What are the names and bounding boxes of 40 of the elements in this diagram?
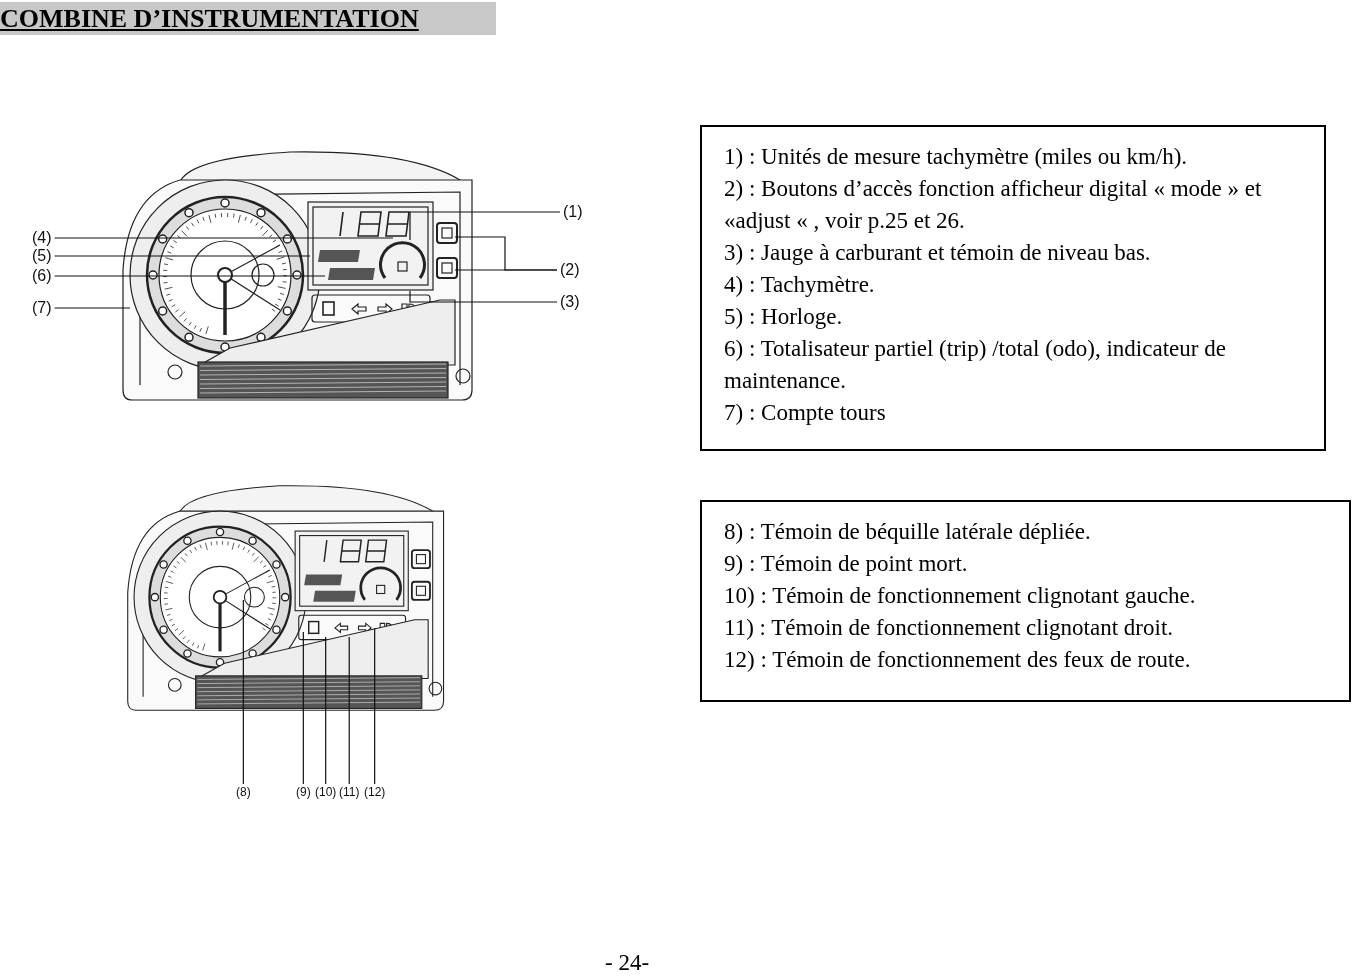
description-text: 10) : Témoin de fonctionnement clignotant gauche. xyxy=(724,582,1197,610)
callout-number: (9) xyxy=(296,785,311,799)
leader-line xyxy=(454,269,558,271)
leader-line xyxy=(409,290,558,303)
leader-line xyxy=(409,211,561,241)
description-text: 5) : Horloge. xyxy=(724,303,844,331)
text-box xyxy=(700,125,1326,451)
leader-line xyxy=(242,599,244,785)
callout-number: (5) xyxy=(32,247,52,265)
description-text: 3) : Jauge à carburant et témoin de niveau bas. xyxy=(724,239,1152,267)
callout-number: (7) xyxy=(32,299,52,317)
leader-line xyxy=(53,275,326,277)
description-text: 12) : Témoin de fonctionnement des feux de route. xyxy=(724,646,1192,674)
description-text: 6) : Totalisateur partiel (trip) /total (odo), indicateur de maintenance. xyxy=(724,335,1227,395)
page-number: - 24- xyxy=(605,950,650,976)
callout-number: (12) xyxy=(364,785,386,799)
description-text: 9) : Témoin de point mort. xyxy=(724,550,969,578)
callout-number: (8) xyxy=(236,785,251,799)
description-text: 11) : Témoin de fonctionnement clignotant droit. xyxy=(724,614,1175,642)
leader-line xyxy=(325,636,327,785)
page-title: COMBINE D’INSTRUMENTATION xyxy=(0,2,496,35)
text-box xyxy=(700,500,1351,702)
description-text: 4) : Tachymètre. xyxy=(724,271,876,299)
callout-number: (4) xyxy=(32,229,52,247)
callout-number: (3) xyxy=(560,293,580,311)
leader-line xyxy=(53,307,131,309)
leader-line xyxy=(348,636,350,785)
description-text: 8) : Témoin de béquille latérale dépliée. xyxy=(724,518,1092,546)
description-text: 2) : Boutons d’accès fonction afficheur digital « mode » et «adjust « , voir p.25 et 26. xyxy=(724,175,1263,235)
callout-number: (6) xyxy=(32,267,52,285)
description-text: 1) : Unités de mesure tachymètre (miles ou km/h). xyxy=(724,143,1189,171)
description-text: 7) : Compte tours xyxy=(724,399,887,427)
callout-number: (10) xyxy=(315,785,337,799)
leader-line xyxy=(53,255,311,257)
callout-number: (11) xyxy=(339,785,360,799)
callout-number: (1) xyxy=(563,203,583,221)
leader-line xyxy=(53,237,394,239)
leader-line xyxy=(374,627,376,785)
leader-line xyxy=(302,631,304,785)
callout-number: (2) xyxy=(560,261,580,279)
